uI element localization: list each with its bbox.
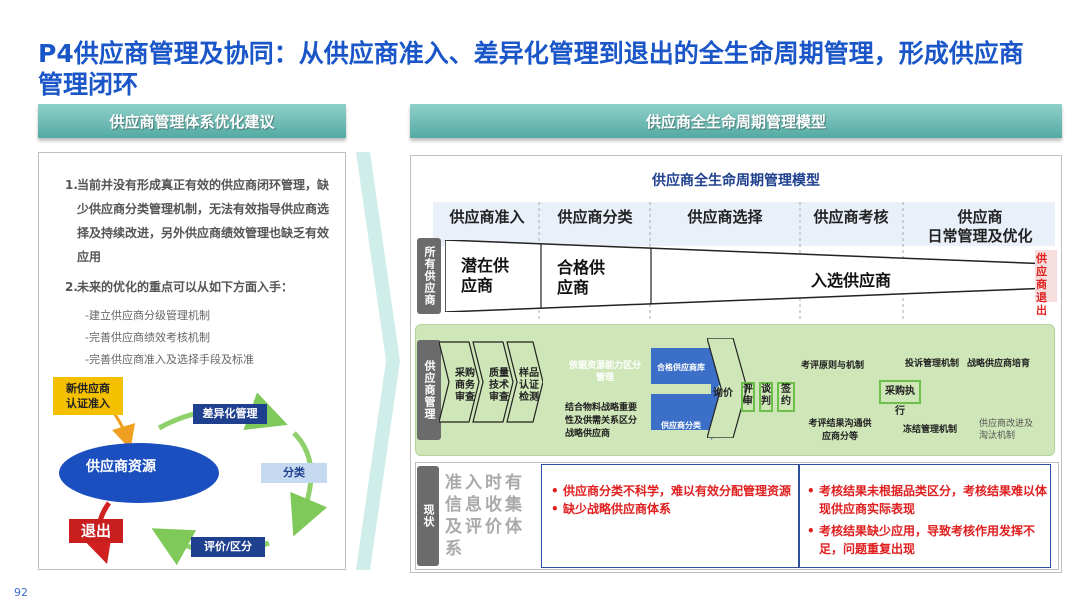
selected-supplier: 入选供应商 <box>810 271 891 290</box>
supplier-resource-ellipse <box>59 443 219 503</box>
diff-management-box: 差异化管理 <box>193 404 267 424</box>
admission-col-commercial: 采购商务审查 <box>455 368 475 403</box>
sub-item: -完善供应商绩效考核机制 <box>85 331 210 344</box>
right-section-header-label: 供应商全生命周期管理模型 <box>645 112 826 131</box>
admission-chevrons <box>439 341 543 423</box>
left-section-header-label: 供应商管理体系优化建议 <box>109 112 275 131</box>
stage-classify: 供应商分类 <box>557 208 633 226</box>
cycle-center-label: 供应商资源 <box>86 459 156 475</box>
chevron-separator <box>356 152 400 570</box>
assess-principle: 考评原则与机制 <box>801 361 865 371</box>
status-row <box>415 462 1059 570</box>
admission-col-quality: 质量技术审查 <box>489 368 509 403</box>
inquiry-label: 询价 <box>713 388 733 399</box>
select-sign: 签约 <box>777 382 795 412</box>
status-right-item: 考核结果未根据品类区分，考核结果难以体现供应商实际表现 <box>819 484 1048 516</box>
recommendation-item-1: 1. 当前并没有形成真正有效的供应商闭环管理，缺少供应商分类管理机制，无法有效指… <box>47 173 337 269</box>
evaluate-box: 评价/区分 <box>191 537 265 557</box>
purchase-execution: 采购执行 <box>879 380 921 417</box>
item-text: 当前并没有形成真正有效的供应商闭环管理，缺少供应商分类管理机制，无法有效指导供应… <box>77 178 330 264</box>
page-title: P4供应商管理及协同：从供应商准入、差异化管理到退出的全生命周期管理，形成供应商… <box>38 39 1024 99</box>
assess-result: 考评结果沟通供应商分等 <box>808 419 872 442</box>
stage-assess: 供应商考核 <box>813 208 889 226</box>
classify-box: 分类 <box>261 463 327 483</box>
status-mid-box <box>541 464 799 568</box>
freeze-management: 冻结管理机制 <box>903 425 958 435</box>
page-number: 92 <box>14 586 28 599</box>
status-right-item: 考核结果缺少应用，导致考核作用发挥不足，问题重复出现 <box>819 524 1036 556</box>
recommendation-item-2: 2. 未来的优化的重点可以从如下方面入手： <box>47 275 337 299</box>
row-label-status: 现状 <box>417 466 439 566</box>
right-section-header: 供应商全生命周期管理模型 <box>410 104 1062 138</box>
status-mid-item: 供应商分类不科学，难以有效分配管理资源 <box>563 484 792 498</box>
qualified-supplier: 合格供 应商 <box>557 258 606 297</box>
potential-supplier: 潜在供 应商 <box>461 256 510 295</box>
status-admission: 准入时有信息收集及评价体系 <box>445 473 525 559</box>
admission-arrow <box>112 412 136 450</box>
status-right-list: •考核结果未根据品类区分，考核结果难以体现供应商实际表现 •考核结果缺少应用，导… <box>807 484 1048 556</box>
stage-header-strip <box>433 202 1055 246</box>
item-text: 未来的优化的重点可以从如下方面入手： <box>77 280 294 294</box>
strategic-cultivation: 战略供应商培育 <box>967 359 1031 369</box>
left-section-header: 供应商管理体系优化建议 <box>38 104 346 138</box>
complaint-management: 投诉管理机制 <box>905 359 960 369</box>
supplier-funnel <box>445 240 1057 312</box>
item-number: 1. <box>65 178 78 192</box>
supplier-classify-text: 供应商分类 <box>661 421 701 430</box>
new-supplier-box: 新供应商 认证准入 <box>53 377 123 415</box>
qualified-pool-text: 合格供应商库 <box>657 363 705 372</box>
select-review: 评审 <box>741 382 755 412</box>
sub-item: -完善供应商准入及选择手段及标准 <box>85 353 254 366</box>
classify-strategic-text: 结合物料战略重要性及供需关系区分战略供应商 <box>565 403 638 439</box>
sub-item: -建立供应商分级管理机制 <box>85 309 210 322</box>
status-right-box <box>799 464 1051 568</box>
status-mid-list: •供应商分类不科学，难以有效分配管理资源 •缺少战略供应商体系 <box>551 484 792 516</box>
recommendation-panel: 1. 当前并没有形成真正有效的供应商闭环管理，缺少供应商分类管理机制，无法有效指… <box>38 152 346 570</box>
exit-box: 退出 <box>69 519 123 543</box>
improve-eliminate: 供应商改进及淘汰机制 <box>979 419 1034 441</box>
classify-resource-text: 依据资源能力区分管理 <box>568 361 641 383</box>
row-label-all-suppliers: 所有供应商 <box>417 238 441 314</box>
stage-select: 供应商选择 <box>687 208 763 226</box>
row-label-management: 供应商管理 <box>417 340 441 440</box>
model-title: 供应商全生命周期管理模型 <box>652 173 820 189</box>
status-mid-item: 缺少战略供应商体系 <box>563 502 672 516</box>
stage-admission: 供应商准入 <box>449 208 525 226</box>
admission-col-sample: 样品认证检测 <box>519 368 539 403</box>
inquiry-chevron <box>707 338 747 438</box>
select-negotiate: 谈判 <box>759 382 773 412</box>
stage-daily: 供应商 日常管理及优化 <box>927 208 1033 245</box>
item-number: 2. <box>65 280 78 294</box>
lifecycle-model-panel: 供应商全生命周期管理模型 供应商准入 供应商分类 供应商选择 供应商考核 供应商… <box>410 155 1062 573</box>
supplier-exit-label: 供应商退出 <box>1036 252 1047 317</box>
